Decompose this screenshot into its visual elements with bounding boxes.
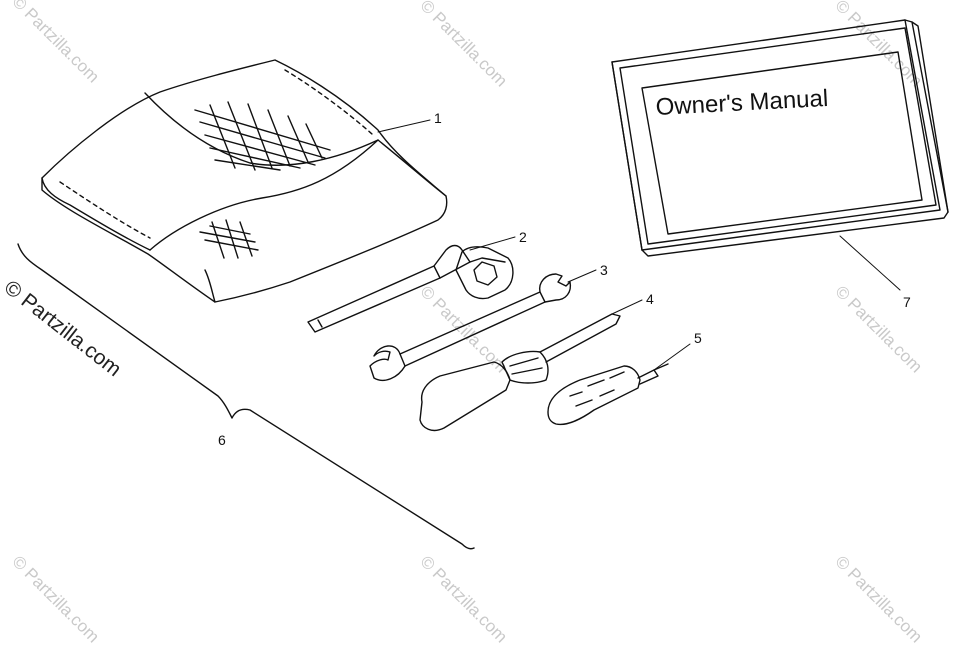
callout-4: 4 xyxy=(646,291,654,307)
callout-6: 6 xyxy=(218,432,226,448)
screwdriver xyxy=(419,313,621,432)
kit-bracket xyxy=(17,243,475,550)
owners-manual-book xyxy=(611,19,949,257)
open-end-wrench xyxy=(369,273,572,382)
callout-2: 2 xyxy=(519,229,527,245)
tool-pouch xyxy=(41,59,448,303)
socket-wrench xyxy=(307,244,514,333)
tool-kit-diagram xyxy=(17,19,949,550)
callout-1: 1 xyxy=(434,110,442,126)
callout-3: 3 xyxy=(600,262,608,278)
leader-lines xyxy=(377,119,901,371)
callout-5: 5 xyxy=(694,330,702,346)
stubby-screwdriver xyxy=(547,363,669,426)
callout-7: 7 xyxy=(903,294,911,310)
